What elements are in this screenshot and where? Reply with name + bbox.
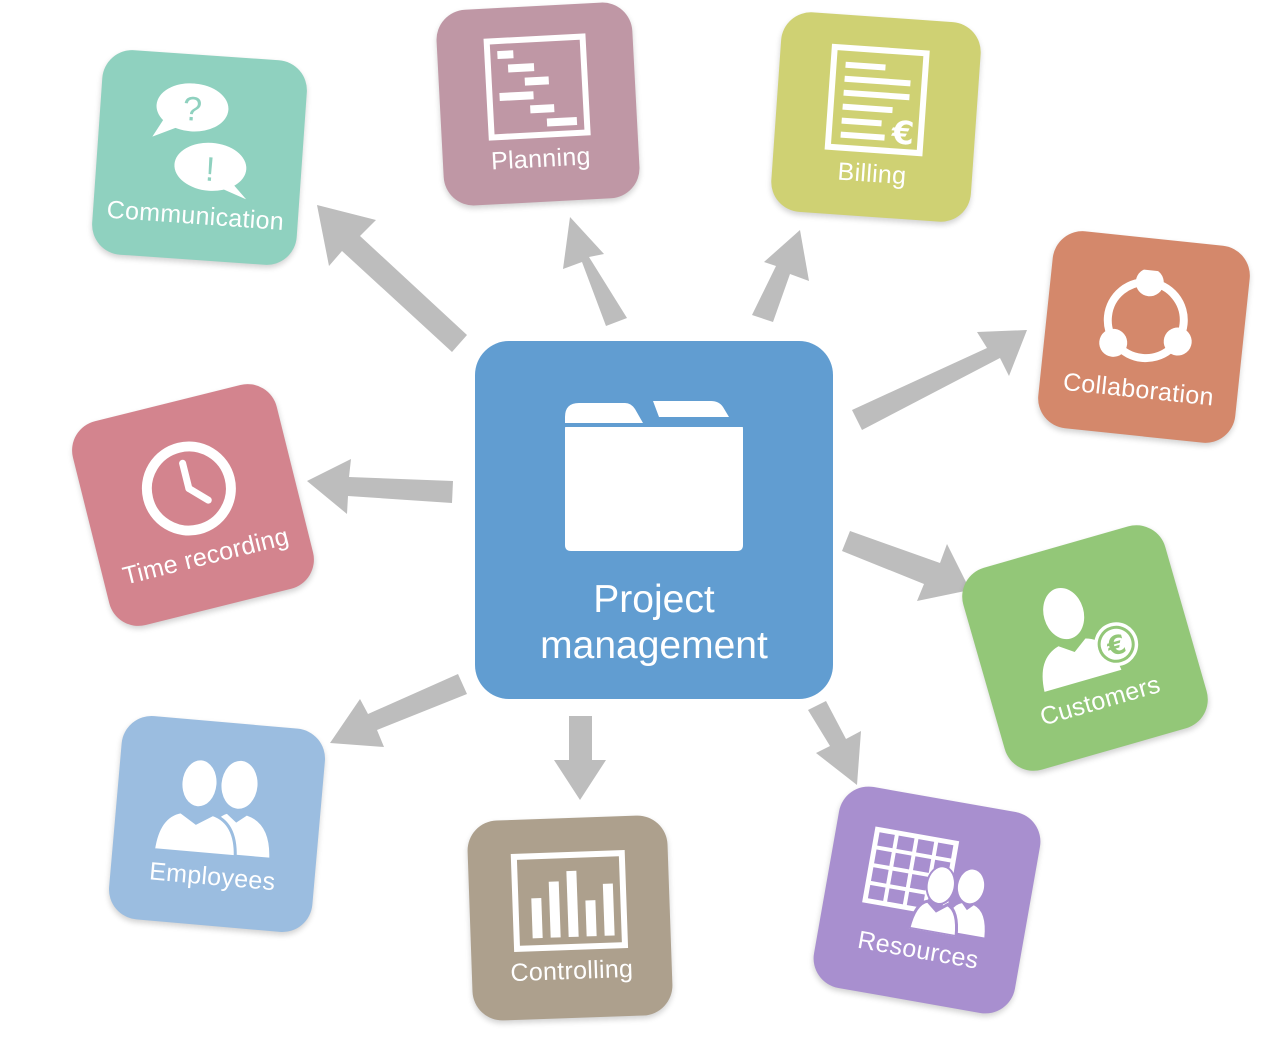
invoice-euro-icon: € xyxy=(824,43,930,156)
center-title-line1: Project xyxy=(593,578,715,621)
arrow-to-resources xyxy=(808,701,861,785)
customers-tile[interactable]: € Customers xyxy=(955,518,1215,778)
planning-tile[interactable]: Planning xyxy=(435,1,641,207)
resources-tile[interactable]: Resources xyxy=(808,781,1046,1019)
chat-question-exclamation-icon: ? ! xyxy=(151,83,246,200)
billing-label: Billing xyxy=(836,156,908,190)
controlling-label: Controlling xyxy=(509,954,634,987)
arrow-to-billing xyxy=(752,230,809,322)
time-recording-tile[interactable]: Time recording xyxy=(65,377,321,633)
table-people-icon xyxy=(862,825,985,938)
communication-label: Communication xyxy=(105,195,285,237)
people-icon xyxy=(151,756,270,858)
employees-label: Employees xyxy=(148,856,277,896)
employees-tile[interactable]: Employees xyxy=(106,713,328,935)
bar-chart-icon xyxy=(510,849,629,952)
collaboration-label: Collaboration xyxy=(1061,367,1216,412)
planning-label: Planning xyxy=(490,141,592,176)
svg-text:!: ! xyxy=(204,150,216,189)
arrow-to-time-recording xyxy=(307,459,453,514)
center-title-line2: management xyxy=(540,624,768,667)
billing-tile[interactable]: € Billing xyxy=(769,10,983,224)
arrow-to-planning xyxy=(563,217,627,326)
gantt-chart-icon xyxy=(483,32,591,141)
arrow-to-customers xyxy=(842,531,970,601)
arrow-to-communication xyxy=(317,205,467,352)
collaboration-tile[interactable]: Collaboration xyxy=(1035,228,1253,446)
arrow-to-employees xyxy=(330,674,467,747)
controlling-tile[interactable]: Controlling xyxy=(466,814,674,1022)
svg-text:?: ? xyxy=(181,90,203,129)
communication-tile[interactable]: ? ! Communication xyxy=(90,48,309,267)
share-nodes-icon xyxy=(1099,267,1192,362)
customer-euro-icon: € xyxy=(1042,587,1139,692)
arrow-to-controlling xyxy=(554,716,606,800)
clock-icon xyxy=(141,441,236,536)
svg-text:€: € xyxy=(890,113,916,153)
folder-icon xyxy=(565,401,743,551)
project-management-tile[interactable]: Project management xyxy=(475,341,833,699)
arrow-to-collaboration xyxy=(852,330,1027,430)
